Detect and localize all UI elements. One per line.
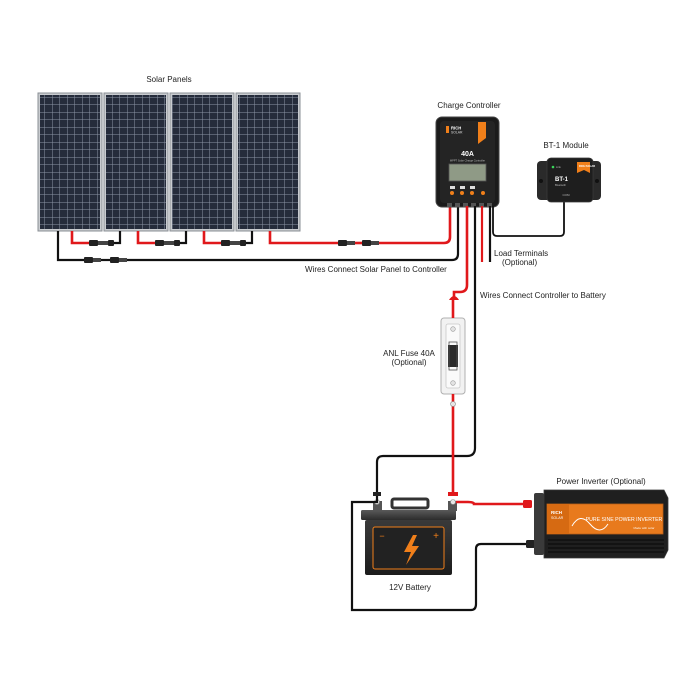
charge-controller-label: Charge Controller [437, 101, 501, 110]
load-terminal-wires [480, 206, 492, 262]
mc4-connectors [84, 240, 379, 263]
controller-status-icons [450, 186, 475, 189]
battery-handle [390, 497, 430, 510]
mc4-connector [84, 257, 101, 263]
solar-panel-2 [103, 92, 169, 232]
load-terminals-note: (Optional) [502, 258, 538, 267]
solar-panel-1 [37, 92, 103, 232]
controller-bt1-cable [492, 199, 565, 237]
mc4-connector [221, 240, 246, 246]
controller-brand: RICH [451, 126, 461, 131]
controller-logo: RICH SOLAR [446, 126, 463, 135]
load-status-icon [470, 186, 475, 189]
mc4-connector [362, 240, 379, 246]
bt1-port-label: COM [563, 193, 571, 197]
solar-panels-label: Solar Panels [146, 75, 192, 84]
mc4-connector [89, 240, 114, 246]
bt1-accent [577, 162, 590, 173]
anl-fuse-note: (Optional) [391, 358, 427, 367]
solar-panel-array [37, 92, 301, 232]
controller-battery-negative-wire [375, 206, 477, 492]
charge-controller: RICH SOLAR 40A MPPT Solar Charge Control… [435, 116, 500, 208]
ring-terminal [450, 401, 456, 407]
solar-panel-3 [169, 92, 235, 232]
inverter-brand-sub: SOLAR [551, 516, 564, 520]
bt1-module-label: BT-1 Module [543, 141, 589, 150]
controller-button-select[interactable] [450, 191, 454, 195]
solar-panel-4 [235, 92, 301, 232]
bt1-led-icon [551, 165, 555, 169]
anl-fuse-label: ANL Fuse 40A [383, 349, 435, 358]
bt1-brand: RICH SOLAR [579, 164, 595, 168]
controller-subtitle: MPPT Solar Charge Controller [450, 159, 485, 163]
mc4-connector [110, 257, 127, 263]
inverter-brand: RICH [551, 510, 562, 515]
power-inverter: RICH SOLAR PURE SINE POWER INVERTER Made… [534, 489, 669, 559]
plus-icon: + [433, 531, 439, 542]
panel-positive-wires [70, 206, 452, 245]
controller-button-up[interactable] [460, 191, 464, 195]
battery-12v: − + [361, 497, 457, 575]
lightning-bolt-icon [404, 535, 419, 565]
bt1-led-label: Link [556, 165, 561, 169]
wires-controller-battery-label: Wires Connect Controller to Battery [480, 291, 606, 300]
controller-button-enter[interactable] [481, 191, 485, 195]
battery-inverter-negative-wire [350, 500, 528, 612]
controller-buttons [450, 191, 485, 195]
inverter-title: PURE SINE POWER INVERTER [586, 517, 663, 523]
controller-rating: 40A [461, 151, 474, 158]
bt1-subtitle: Bluetooth [555, 183, 567, 187]
sine-wave-icon [571, 518, 609, 531]
bt1-title: BT-1 [555, 177, 569, 183]
anl-fuse [440, 296, 466, 395]
battery-status-icon [460, 186, 465, 189]
controller-terminals [447, 203, 492, 207]
mc4-connector [155, 240, 180, 246]
minus-icon: − [379, 531, 384, 541]
power-inverter-label: Power Inverter (Optional) [556, 477, 646, 486]
controller-brand-sub: SOLAR [451, 131, 463, 135]
panel-status-icon [450, 186, 455, 189]
wires-panel-controller-label: Wires Connect Solar Panel to Controller [305, 265, 447, 274]
mc4-connector [338, 240, 355, 246]
controller-fuse-positive-wire [452, 206, 469, 300]
bt1-module: RICH SOLAR Link BT-1 Bluetooth COM [537, 157, 601, 203]
battery-inverter-positive-wire [456, 500, 525, 506]
controller-lcd-screen [448, 163, 487, 182]
inverter-subtitle: Made with solar [633, 526, 654, 530]
load-terminals-label: Load Terminals [494, 249, 549, 258]
controller-accent-stripe [478, 122, 486, 144]
inverter-connectors [523, 500, 535, 548]
battery-label: 12V Battery [389, 583, 431, 592]
controller-button-down[interactable] [470, 191, 474, 195]
